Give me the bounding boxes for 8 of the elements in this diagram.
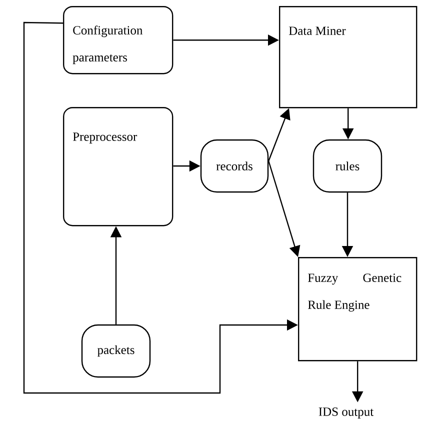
- text-label: IDS output: [318, 408, 374, 418]
- process-box: Data Miner: [279, 6, 418, 108]
- rounded-box: Preprocessor: [63, 107, 174, 226]
- pill-box: rules: [312, 139, 382, 193]
- pill-box: packets: [81, 324, 151, 378]
- rounded-box: Configuration parameters: [63, 6, 174, 74]
- process-box: Fuzzy Genetic Rule Engine: [298, 257, 418, 362]
- pill-box: records: [200, 139, 269, 193]
